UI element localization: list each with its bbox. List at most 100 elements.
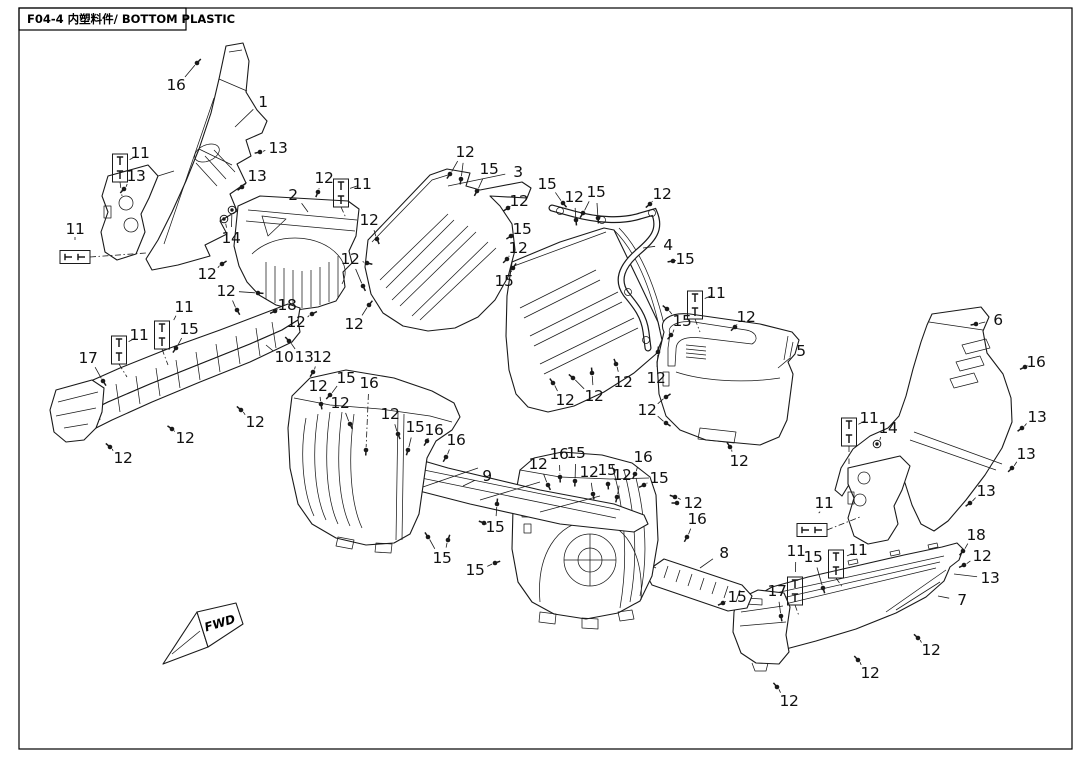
part-6-right-side-panel [834,306,1013,545]
callout-16: 16 [424,421,443,439]
callout-12: 12 [652,185,671,203]
callout-13: 13 [1016,445,1035,463]
callout-18: 18 [277,296,296,314]
callout-12: 12 [736,308,755,326]
left-wheel-arch-liner [287,369,461,554]
callout-11: 11 [352,175,371,193]
callout-15: 15 [675,250,694,268]
callout-13: 13 [976,482,995,500]
page-border [18,7,1073,750]
callout-12: 12 [216,282,235,300]
callout-12: 12 [245,413,264,431]
callout-15: 15 [465,561,484,579]
page-title: F04-4 内塑料件/ BOTTOM PLASTIC [27,12,235,26]
callout-12: 12 [455,143,474,161]
callout-15: 15 [479,160,498,178]
callout-12: 12 [330,394,349,412]
callout-16: 16 [549,445,568,463]
callout-11: 11 [859,409,878,427]
callout-15: 15 [566,444,585,462]
callout-16: 16 [446,431,465,449]
callout-12: 12 [584,387,603,405]
callout-13: 13 [247,167,266,185]
callout-11: 11 [174,298,193,316]
part-drawings: FWD [49,42,1013,672]
grommet-icon [872,439,882,449]
callout-5: 5 [796,342,806,360]
callout-18: 18 [966,526,985,544]
callout-12: 12 [286,313,305,331]
callout-16: 16 [1026,353,1045,371]
callout-15: 15 [512,220,531,238]
callout-12: 12 [509,192,528,210]
callout-11: 11 [786,542,805,560]
callout-16: 16 [359,374,378,392]
callout-12: 12 [380,405,399,423]
callout-12: 12 [921,641,940,659]
callout-12: 12 [612,466,631,484]
part-3-floor-panel [364,168,532,332]
callout-10: 10 [274,348,293,366]
callout-11: 11 [65,220,84,238]
callout-12: 12 [555,391,574,409]
part-5-center-cover [656,313,800,446]
callout-12: 12 [860,664,879,682]
callout-13: 13 [1027,408,1046,426]
callout-12: 12 [340,250,359,268]
callout-11: 11 [706,284,725,302]
callout-13: 13 [268,139,287,157]
grommet-icon [219,214,229,224]
callout-15: 15 [586,183,605,201]
callout-15: 15 [405,418,424,436]
part-10-left-rocker [49,303,301,443]
callout-12: 12 [308,377,327,395]
callout-12: 12 [314,169,333,187]
callout-12: 12 [729,452,748,470]
callout-15: 15 [179,320,198,338]
callout-8: 8 [719,544,729,562]
part-1-left-side-panel [100,42,268,271]
callout-13: 13 [294,348,313,366]
callout-12: 12 [508,239,527,257]
callout-12: 12 [613,373,632,391]
callout-9: 9 [482,467,492,485]
callout-2: 2 [288,186,298,204]
callout-17: 17 [78,349,97,367]
callout-12: 12 [528,455,547,473]
callout-15: 15 [485,518,504,536]
callout-13: 13 [980,569,999,587]
callout-17: 17 [767,582,786,600]
callout-7: 7 [957,591,967,609]
part-2-front-lower-panel [233,195,360,311]
callout-12: 12 [972,547,991,565]
callout-12: 12 [637,401,656,419]
callout-6: 6 [993,311,1003,329]
callout-12: 12 [683,494,702,512]
callout-11: 11 [848,541,867,559]
callout-11: 11 [130,144,149,162]
callout-11: 11 [129,326,148,344]
callout-11: 11 [814,494,833,512]
callout-1: 1 [258,93,268,111]
part-7-right-rocker [732,542,964,672]
callout-12: 12 [564,188,583,206]
callout-14: 14 [221,229,240,247]
callout-12: 12 [359,211,378,229]
callout-15: 15 [597,461,616,479]
callout-15: 15 [336,369,355,387]
callout-12: 12 [344,315,363,333]
callout-15: 15 [803,548,822,566]
callout-15: 15 [432,549,451,567]
callout-15: 15 [537,175,556,193]
fwd-arrow: FWD [162,602,244,665]
callout-12: 12 [579,463,598,481]
callout-4: 4 [663,236,673,254]
callout-12: 12 [197,265,216,283]
callout-16: 16 [633,448,652,466]
callout-12: 12 [646,369,665,387]
callout-12: 12 [779,692,798,710]
callout-12: 12 [312,348,331,366]
